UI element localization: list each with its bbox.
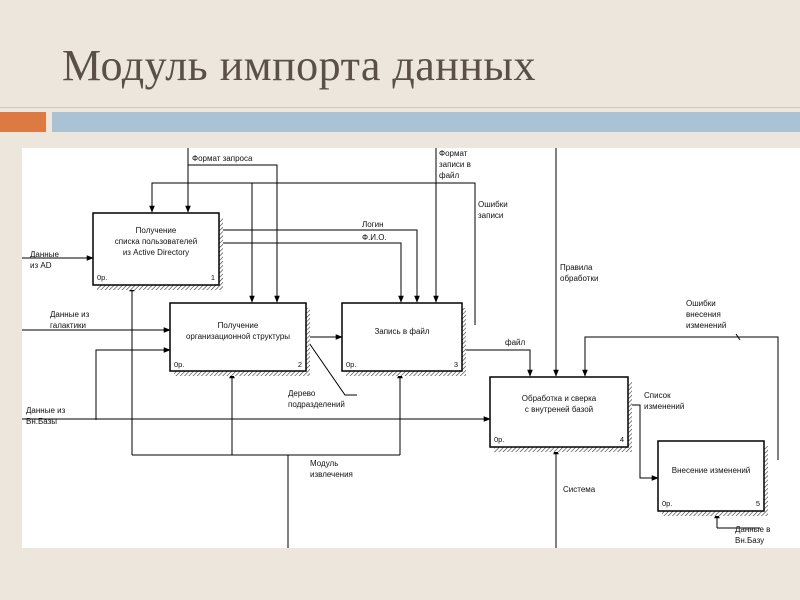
label-modul-2: извлечения [310,470,353,479]
activity-box-2: Получение организационной структуры 0р. … [169,302,310,376]
label-dannye-galaktiki-2: галактики [50,321,86,330]
label-dannye-vn-bazy-2: Вн.Базы [26,417,57,426]
label-dannye-galaktiki-1: Данные из [50,310,90,319]
idef0-diagram: Получение списка пользователей из Active… [22,148,800,548]
box-5-number: 5 [756,499,760,508]
box-2-line-2: организационной структуры [186,332,290,341]
box-3-cost: 0р. [346,360,356,369]
label-format-zapisi-3: файл [439,171,460,180]
box-4-line-1: Обработка и сверка [522,394,597,403]
accent-band-blue [52,112,800,132]
box-4-number: 4 [620,435,624,444]
label-dannye-vn-bazy-1: Данные из [26,406,66,415]
box-2-line-1: Получение [218,321,259,330]
accent-band-orange [0,112,46,132]
label-oshibki-vneseniya-3: изменений [686,321,726,330]
label-sistema: Система [563,485,596,494]
box-1-line-2: списка пользователей [115,237,197,246]
box-4-cost: 0р. [494,435,504,444]
box-5-line-1: Внесение изменений [672,466,751,475]
label-format-zaprosa: Формат запроса [192,154,253,163]
activity-box-3: Запись в файл 0р. 3 [341,302,466,376]
box-2-number: 2 [298,360,302,369]
box-3-number: 3 [454,360,458,369]
box-1-line-1: Получение [136,226,177,235]
activity-box-5: Внесение изменений 0р. 5 [657,440,768,516]
slide-title: Модуль импорта данных [62,41,536,90]
box-1-number: 1 [211,273,215,282]
label-oshibki-vneseniya-2: внесения [686,310,721,319]
label-dannye-ad-2: из AD [30,261,52,270]
box-5-cost: 0р. [662,499,672,508]
activity-box-4: Обработка и сверка с внутреней базой 0р.… [489,376,632,452]
label-pravila-2: обработки [560,274,598,283]
label-spisok-1: Список [644,391,671,400]
label-derevo-2: подразделений [288,400,345,409]
box-3-line-1: Запись в файл [374,327,429,336]
activity-box-1: Получение списка пользователей из Active… [92,212,223,290]
label-format-zapisi-2: записи в [439,160,471,169]
label-derevo-1: Дерево [288,389,316,398]
arrow-labels: Формат запроса Формат записи в файл Ошиб… [26,149,770,545]
label-fio: Ф.И.О. [362,233,387,242]
label-oshibki-zapisi-1: Ошибки [478,200,508,209]
title-separator-line [0,107,800,108]
label-oshibki-zapisi-2: записи [478,211,503,220]
label-dannye-v-bazu-2: Вн.Базу [735,536,764,545]
label-dannye-ad-1: Данные [30,250,59,259]
label-fail: файл [505,338,526,347]
label-oshibki-vneseniya-1: Ошибки [686,299,716,308]
activity-boxes: Получение списка пользователей из Active… [92,212,768,516]
label-dannye-v-bazu-1: Данные в [735,525,770,534]
box-1-cost: 0р. [97,273,107,282]
arrow-lines [22,148,779,548]
label-spisok-2: изменений [644,402,684,411]
label-login: Логин [362,220,384,229]
label-format-zapisi-1: Формат [439,149,468,158]
label-pravila-1: Правила [560,263,593,272]
box-4-line-2: с внутреней базой [525,405,593,414]
label-modul-1: Модуль [310,459,338,468]
box-2-cost: 0р. [174,360,184,369]
box-1-line-3: из Active Directory [123,248,189,257]
